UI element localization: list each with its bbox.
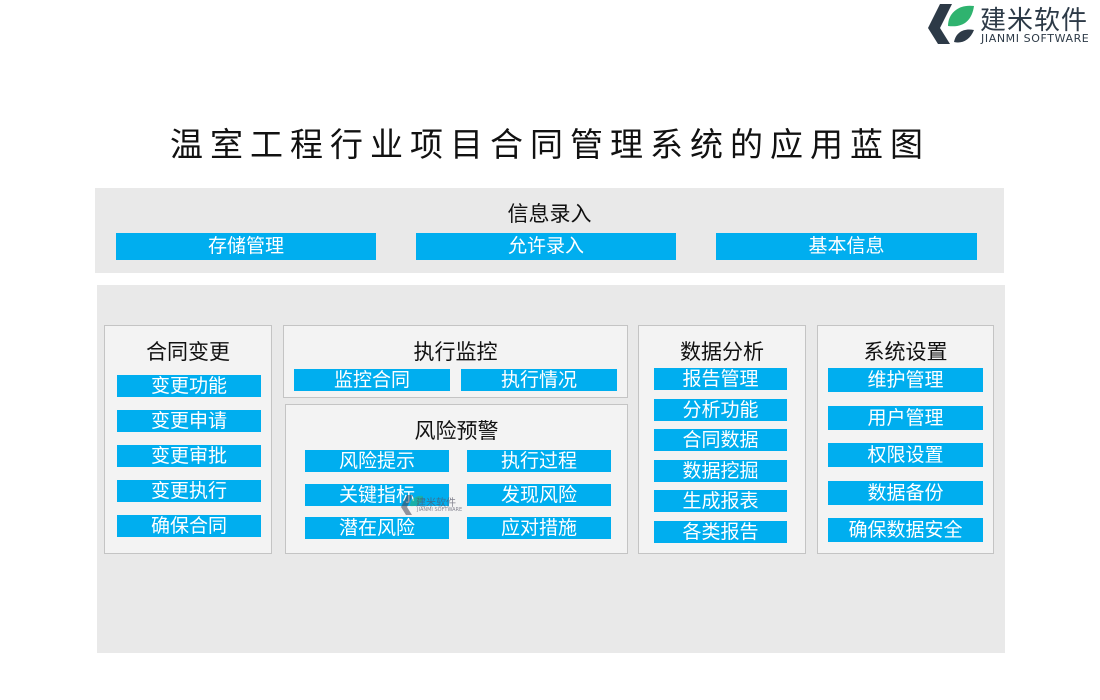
watermark-logo-icon bbox=[401, 495, 423, 515]
exec-monitor-item: 执行情况 bbox=[461, 369, 617, 391]
data-analysis-item: 分析功能 bbox=[654, 399, 787, 421]
risk-warning-item: 潜在风险 bbox=[305, 517, 449, 539]
logo-text: 建米软件 bbox=[980, 6, 1089, 36]
jianmi-logo-icon bbox=[928, 4, 974, 44]
contract-change-item: 变更审批 bbox=[117, 445, 261, 467]
risk-warning-item: 执行过程 bbox=[467, 450, 611, 472]
contract-change-item: 变更功能 bbox=[117, 375, 261, 397]
system-settings-item: 用户管理 bbox=[828, 406, 983, 430]
contract-change-item: 变更执行 bbox=[117, 480, 261, 502]
info-entry-item: 基本信息 bbox=[716, 233, 977, 260]
data-analysis-item: 合同数据 bbox=[654, 429, 787, 451]
page-title: 温室工程行业项目合同管理系统的应用蓝图 bbox=[170, 125, 930, 164]
risk-warning-item: 应对措施 bbox=[467, 517, 611, 539]
exec-monitor-box bbox=[283, 325, 628, 398]
risk-warning-title: 风险预警 bbox=[414, 419, 499, 443]
data-analysis-item: 各类报告 bbox=[654, 521, 787, 543]
info-entry-item: 允许录入 bbox=[416, 233, 676, 260]
watermark-subtext: JIANMI SOFTWARE bbox=[417, 507, 463, 513]
system-settings-item: 权限设置 bbox=[828, 443, 983, 467]
data-analysis-item: 数据挖掘 bbox=[654, 460, 787, 482]
risk-warning-item: 发现风险 bbox=[467, 484, 611, 506]
data-analysis-title: 数据分析 bbox=[680, 340, 764, 364]
system-settings-title: 系统设置 bbox=[863, 340, 948, 364]
system-settings-item: 维护管理 bbox=[828, 368, 983, 392]
system-settings-box bbox=[817, 325, 994, 554]
exec-monitor-item: 监控合同 bbox=[294, 369, 450, 391]
exec-monitor-title: 执行监控 bbox=[413, 340, 498, 364]
contract-change-title: 合同变更 bbox=[146, 340, 230, 364]
system-settings-item: 数据备份 bbox=[828, 481, 983, 505]
system-settings-item: 确保数据安全 bbox=[828, 518, 983, 542]
contract-change-item: 确保合同 bbox=[117, 515, 261, 537]
watermark-text: 建米软件 bbox=[416, 498, 456, 509]
contract-change-item: 变更申请 bbox=[117, 410, 261, 432]
info-entry-title: 信息录入 bbox=[507, 202, 592, 226]
risk-warning-item: 风险提示 bbox=[305, 450, 449, 472]
info-entry-item: 存储管理 bbox=[116, 233, 376, 260]
logo-subtext: JIANMI SOFTWARE bbox=[981, 32, 1090, 45]
data-analysis-item: 生成报表 bbox=[654, 490, 787, 512]
data-analysis-item: 报告管理 bbox=[654, 368, 787, 390]
